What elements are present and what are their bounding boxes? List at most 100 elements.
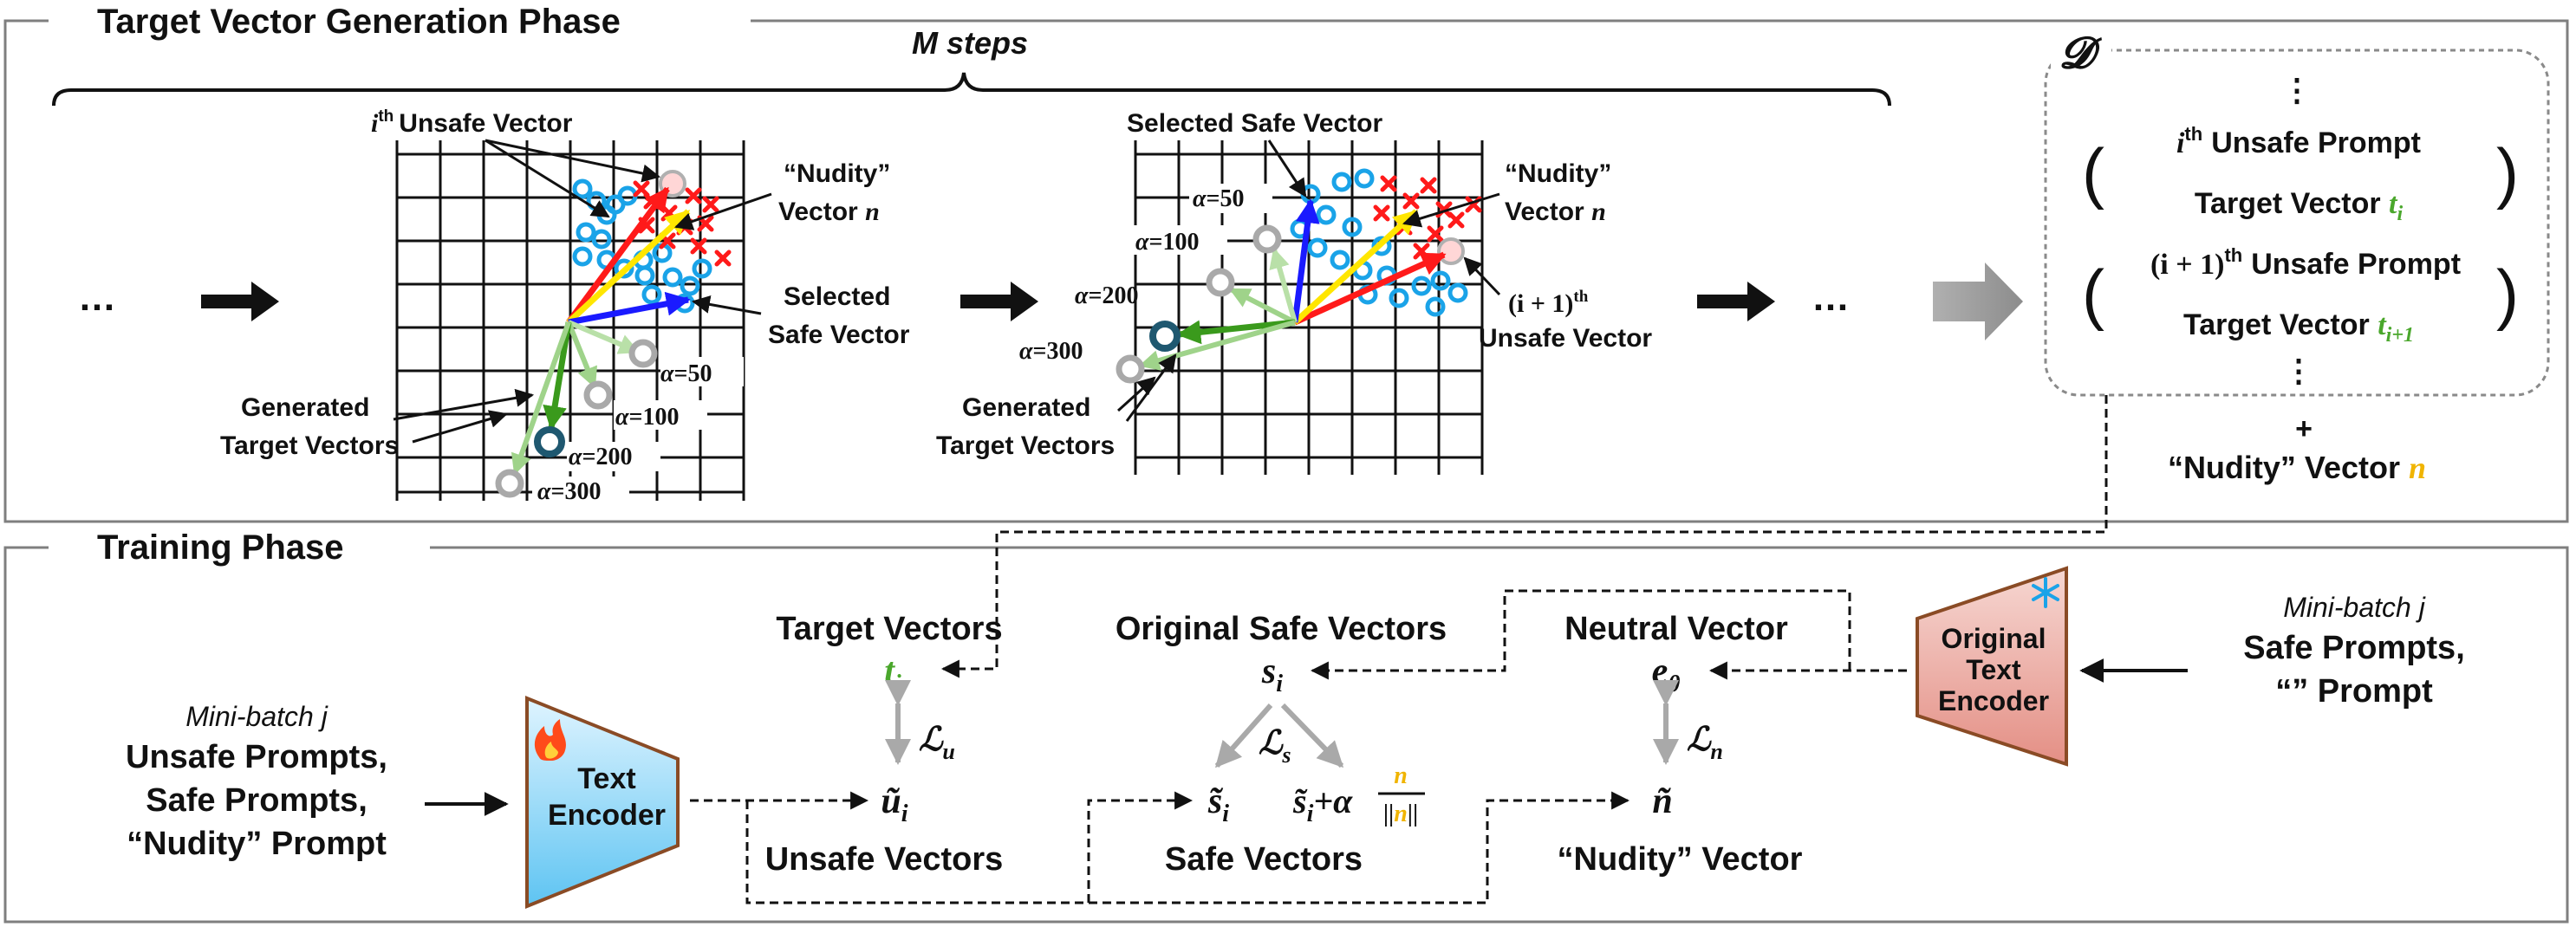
ith-unsafe-leader-b: [485, 139, 661, 183]
safe-vectors-label: Safe Vectors: [1165, 841, 1363, 878]
dataset-paren-close-1: ): [2496, 134, 2519, 211]
alpha-200-label-2: α=200: [1075, 282, 1138, 309]
loss-n-label: ℒn: [1687, 722, 1723, 764]
selected-safe-leader-2: [1267, 139, 1307, 198]
generated-targets-label-2b: Target Vectors: [936, 431, 1115, 460]
generated-targets-label-1b: Target Vectors: [220, 431, 399, 460]
right-input-line2: “” Prompt: [2275, 673, 2433, 710]
dataset-paren-close-2: ): [2496, 256, 2519, 332]
left-input-line3: “Nudity” Prompt: [127, 826, 387, 862]
text-encoder-label-1: Text: [577, 762, 635, 795]
alpha-300-label-2: α=300: [1019, 338, 1083, 365]
selected-safe-vector-2: [1291, 198, 1320, 323]
alpha-100-label-2: α=100: [1135, 229, 1199, 256]
next-unsafe-marker: [1437, 237, 1465, 265]
target-marker-a200-2: [1149, 321, 1181, 352]
snowflake-icon: [2032, 577, 2059, 608]
original-encoder-label-3: Encoder: [1938, 685, 2049, 716]
selected-safe-label-1a: Selected: [784, 282, 890, 311]
minibatch-label-right: Mini-batch j: [2283, 592, 2426, 623]
generation-phase-frame: [3, 19, 2569, 523]
loss-s-arrow-left: [1214, 703, 1273, 768]
training-phase-title-bg: [49, 525, 430, 568]
target-vector-a200-1: [543, 321, 572, 431]
dataset-paren-open-1: (: [2082, 134, 2104, 211]
orig-encoder-to-safe: [1310, 589, 1851, 680]
generated-leader-1b: [412, 410, 509, 444]
generated-leader-2a: [1116, 376, 1156, 412]
target-marker-a300-2: [1116, 354, 1145, 384]
nudity-vector-label-1a: “Nudity”: [784, 159, 890, 188]
target-vector-a300-1: [511, 321, 571, 476]
nudity-vector-symbol: ñ: [1652, 781, 1672, 821]
safe-shifted-symbol: s̃i+α: [1292, 781, 1353, 827]
neutral-vector-symbol: e0: [1652, 651, 1681, 697]
selected-safe-leader-1: [691, 295, 762, 315]
loss-s-label: ℒs: [1259, 725, 1291, 768]
target-vector-a50-2: [1269, 247, 1298, 323]
next-unsafe-label-a: (i + 1)th: [1508, 288, 1589, 318]
original-text-encoder: [1916, 566, 2068, 767]
flow-arrow-3: [1697, 282, 1775, 321]
fraction-numerator: n: [1394, 762, 1408, 789]
selected-safe-label-2: Selected Safe Vector: [1127, 109, 1382, 138]
minibatch-label-left: Mini-batch j: [185, 701, 329, 732]
loss-u-label: ℒu: [919, 722, 955, 764]
flow-arrow-2: [960, 282, 1038, 321]
training-phase-title: Training Phase: [97, 528, 344, 567]
plus-sign: +: [2295, 412, 2313, 445]
alpha-100-label-1: α=100: [615, 404, 679, 431]
left-input-line1: Unsafe Prompts,: [126, 739, 387, 775]
nudity-vector-out-label: “Nudity” Vector: [1558, 841, 1803, 878]
vector-grid-2: α=50 α=100: [1116, 140, 1484, 475]
training-phase-frame: [3, 546, 2569, 924]
nudity-vector-1: [566, 209, 691, 325]
generation-phase-title-bg: [49, 2, 751, 45]
unsafe-vector-1: [566, 186, 670, 325]
nudity-vector-label-2b: Vector n: [1505, 198, 1606, 226]
next-unsafe-leader: [1463, 256, 1501, 296]
target-vectors-label: Target Vectors: [776, 611, 1002, 647]
alpha-50-label-2: α=50: [1193, 185, 1244, 212]
selected-safe-label-1b: Safe Vector: [768, 321, 910, 349]
nudity-vector-n-label: “Nudity” Vector n: [2168, 450, 2426, 485]
dataset-dots-top: ⋮: [2281, 72, 2313, 107]
target-marker-a50-2: [1252, 224, 1282, 254]
left-input-line2: Safe Prompts,: [146, 782, 368, 819]
nudity-vector-label-2a: “Nudity”: [1505, 159, 1611, 188]
original-encoder-label-2: Text: [1966, 654, 2021, 685]
ellipsis-left: …: [78, 276, 116, 319]
original-encoder-label-1: Original: [1942, 623, 2046, 654]
nudity-leader-1: [674, 192, 772, 230]
loss-s-arrow-right: [1280, 703, 1344, 768]
target-marker-a100-2: [1206, 268, 1235, 297]
target-marker-a100-1: [583, 380, 613, 410]
original-safe-symbol: si: [1261, 651, 1283, 697]
target-marker-a200-1: [534, 426, 565, 457]
generated-leader-2b: [1125, 353, 1177, 422]
selected-safe-vector-1: [568, 291, 691, 326]
fire-icon: [534, 719, 566, 761]
nudity-vector-label-1b: Vector n: [778, 198, 880, 226]
unsafe-vector-2: [1293, 251, 1447, 326]
dataset-box: [2044, 49, 2550, 397]
dataset-paren-open-2: (: [2082, 256, 2104, 332]
m-steps-brace: [52, 72, 1891, 107]
neutral-vector-label: Neutral Vector: [1564, 611, 1788, 647]
fraction-denominator: ||n||: [1383, 801, 1418, 827]
text-encoder-label-2: Encoder: [548, 799, 666, 832]
dataset-to-target-connector: [940, 395, 2108, 678]
fire-icon-core: [544, 742, 558, 759]
generated-leader-1a: [393, 388, 535, 421]
ith-unsafe-leader-a: [485, 139, 610, 218]
dataset-row2-target: Target Vector ti+1: [2183, 308, 2414, 347]
encoder-to-nudity-connector: [1089, 791, 1630, 904]
alpha-50-label-1: α=50: [660, 360, 712, 387]
nudity-leader-2: [1402, 192, 1500, 228]
target-marker-a50-1: [628, 339, 658, 368]
next-unsafe-label-b: Unsafe Vector: [1479, 324, 1652, 353]
original-safe-vectors-label: Original Safe Vectors: [1116, 611, 1447, 647]
